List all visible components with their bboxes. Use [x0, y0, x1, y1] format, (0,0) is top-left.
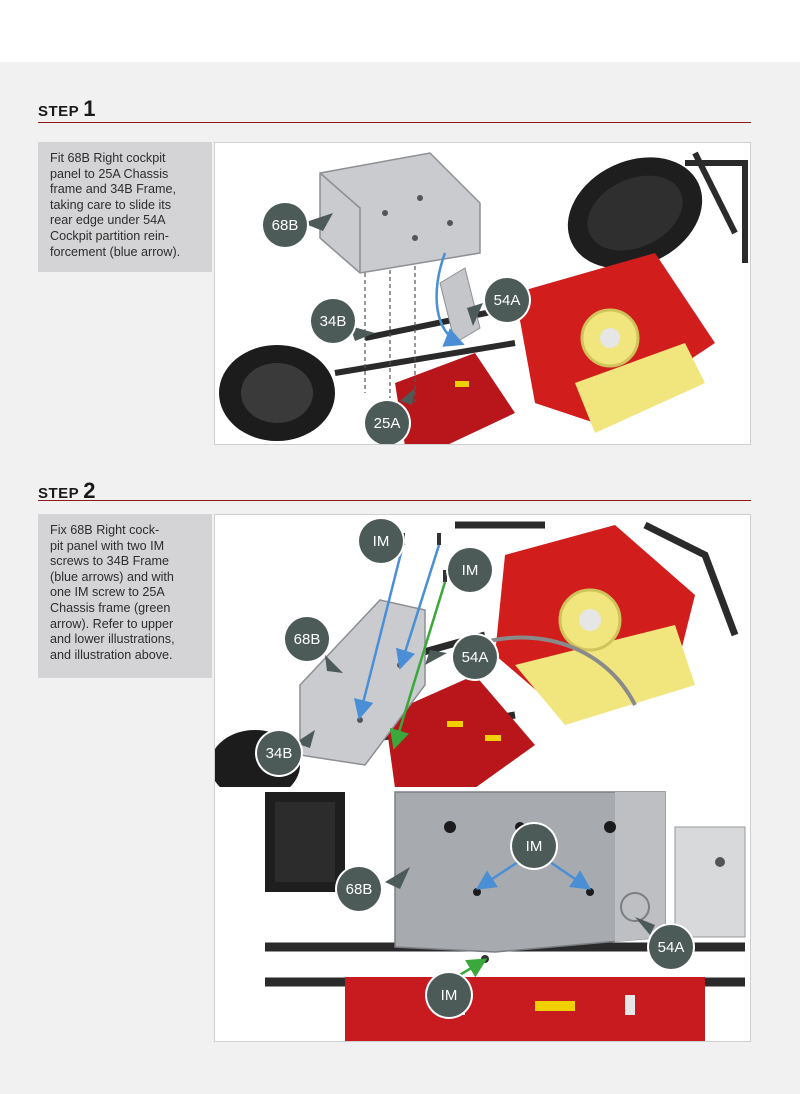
step-2-rule [38, 500, 751, 501]
callout-68b: 68B [263, 203, 307, 247]
step-1-line: frame and 34B Frame, [50, 182, 176, 197]
step-2-line: and illustration above. [50, 647, 173, 662]
callout-pointers-icon [385, 867, 655, 935]
callout-pointers-icon [295, 650, 447, 748]
step-2-instructions: Fix 68B Right cock- pit panel with two I… [38, 514, 212, 678]
blue-arrow-icon [549, 860, 592, 890]
callout-54a: 54A [453, 635, 497, 679]
step-2-line: and lower illustrations, [50, 632, 175, 647]
step-1-instructions: Fit 68B Right cockpit panel to 25A Chass… [38, 142, 212, 272]
callout-25a: 25A [365, 401, 409, 444]
step-1-line: Cockpit partition rein- [50, 228, 169, 243]
step-2-lower-drawing [215, 787, 750, 1041]
callout-54a: 54A [485, 278, 529, 322]
blue-arrow-icon [395, 544, 441, 670]
step-2-line: arrow). Refer to upper [50, 616, 174, 631]
right-frame-icon [674, 826, 746, 938]
callout-im-screw-2: IM [448, 548, 492, 592]
step-1-rule [38, 122, 751, 123]
red-seat-icon [395, 353, 515, 444]
step-1-number: 1 [83, 96, 96, 121]
callout-im-screw-1: IM [359, 519, 403, 563]
callout-im-screw-top: IM [512, 824, 556, 868]
step-1-word: STEP [38, 103, 80, 120]
step-2-line: pit panel with two IM [50, 538, 165, 553]
step-1-assembly-drawing [219, 151, 748, 444]
red-tank-icon [345, 977, 705, 1041]
callout-68b: 68B [285, 617, 329, 661]
step-2-line: screws to 34B Frame [50, 554, 169, 569]
green-arrow-icon [389, 581, 447, 750]
partition-54a-icon [439, 267, 481, 344]
step-2-line: Chassis frame (green [50, 600, 171, 615]
step-1-line: taking care to slide its [50, 197, 172, 212]
blue-arrow-icon [475, 860, 519, 890]
callout-68b: 68B [337, 867, 381, 911]
red-tank-icon [515, 253, 715, 433]
callout-pointers-icon [303, 213, 483, 405]
step-1-line: Fit 68B Right cockpit [50, 151, 166, 165]
roll-hoop-icon [474, 635, 637, 706]
panel-68b-icon [319, 152, 481, 274]
step-2-line: Fix 68B Right cock- [50, 523, 160, 537]
callout-im-screw-bottom: IM [427, 973, 471, 1017]
step-1-line: forcement (blue arrow). [50, 244, 181, 259]
step-2-upper-drawing [215, 521, 739, 787]
step-2-lower-illustration: IM 68B 54A IM [214, 787, 751, 1042]
step-1-line: rear edge under 54A [50, 213, 166, 228]
panel-68b-icon [394, 791, 666, 963]
tire-icon [265, 792, 345, 892]
step-2-number: 2 [83, 478, 96, 503]
step-1-illustration: 68B 34B 54A 25A [214, 142, 751, 445]
screw-icon [401, 533, 447, 582]
blue-arrow-icon [435, 252, 465, 347]
page-top-band [0, 0, 800, 62]
rear-tire-icon [567, 157, 703, 269]
callout-34b: 34B [257, 731, 301, 775]
callout-34b: 34B [311, 299, 355, 343]
red-tank-icon [495, 525, 695, 725]
red-seat-icon [385, 675, 535, 787]
blue-arrow-icon [353, 544, 405, 720]
step-2-line: one IM screw to 25A [50, 585, 165, 600]
front-tire-icon [219, 345, 335, 441]
step-1-line: panel to 25A Chassis [50, 166, 169, 181]
callout-54a: 54A [649, 925, 693, 969]
step-2-line: (blue arrows) and with [50, 569, 174, 584]
step-2-upper-illustration: IM IM 68B 54A 34B [214, 514, 751, 787]
step-2-word: STEP [38, 485, 80, 502]
